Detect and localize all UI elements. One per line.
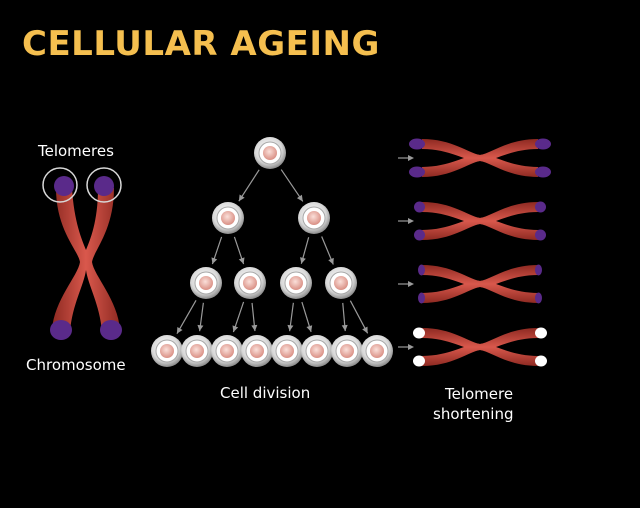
cell bbox=[254, 137, 286, 169]
division-arrowhead bbox=[300, 257, 306, 264]
cell bbox=[325, 267, 357, 299]
cell bbox=[301, 335, 333, 367]
chromatid-b bbox=[422, 202, 538, 240]
worn-telomere-cap bbox=[535, 327, 547, 339]
shortening-stage-medium bbox=[398, 201, 546, 241]
stage-arrowhead bbox=[408, 281, 414, 287]
cell bbox=[190, 267, 222, 299]
shortening-stage-full bbox=[398, 138, 551, 178]
cell bbox=[271, 335, 303, 367]
division-arrowhead bbox=[197, 324, 204, 332]
division-arrow bbox=[280, 169, 304, 202]
cell-nucleus bbox=[160, 344, 174, 358]
division-arrowhead bbox=[341, 324, 348, 332]
page-title: CELLULAR AGEING bbox=[22, 24, 380, 64]
division-arrow bbox=[176, 300, 197, 334]
worn-telomere-cap bbox=[413, 355, 425, 367]
cell bbox=[361, 335, 393, 367]
label-chromosome: Chromosome bbox=[26, 356, 126, 374]
label-telomeres: Telomeres bbox=[38, 142, 114, 160]
division-arrow bbox=[349, 300, 369, 334]
division-arrowhead bbox=[176, 326, 183, 334]
telomere-top-left bbox=[54, 176, 74, 196]
cell-nucleus bbox=[340, 344, 354, 358]
telomere-bottom-right bbox=[100, 320, 122, 340]
division-arrow bbox=[238, 169, 260, 202]
shortening-stage-worn bbox=[398, 327, 547, 367]
cell bbox=[181, 335, 213, 367]
cell-nucleus bbox=[289, 276, 303, 290]
telomere-cap bbox=[535, 264, 542, 276]
telomere-highlight-circle-left bbox=[42, 167, 78, 203]
cell-nucleus bbox=[190, 344, 204, 358]
chromosome-arm-left bbox=[52, 188, 120, 332]
cell-nucleus bbox=[199, 276, 213, 290]
cell bbox=[212, 202, 244, 234]
telomere-highlight-circle-right bbox=[86, 167, 122, 203]
cell-nucleus bbox=[334, 276, 348, 290]
cell-nucleus bbox=[280, 344, 294, 358]
stage-arrowhead bbox=[408, 218, 414, 224]
chromatid-b bbox=[422, 265, 538, 303]
cell bbox=[280, 267, 312, 299]
cell-division-tree bbox=[151, 137, 393, 367]
division-arrowhead bbox=[251, 324, 258, 332]
cell bbox=[151, 335, 183, 367]
telomere-cap bbox=[409, 166, 425, 178]
label-telomere-shortening-line1: Telomere bbox=[445, 385, 514, 403]
cell-nucleus bbox=[220, 344, 234, 358]
division-arrowhead bbox=[362, 326, 368, 334]
cell-nucleus bbox=[307, 211, 321, 225]
division-arrowhead bbox=[287, 324, 294, 332]
telomere-top-right bbox=[94, 176, 114, 196]
telomere-cap bbox=[535, 138, 551, 150]
label-cell-division: Cell division bbox=[220, 384, 311, 402]
cell-nucleus bbox=[250, 344, 264, 358]
cell bbox=[234, 267, 266, 299]
telomere-cap bbox=[409, 138, 425, 150]
telomere-bottom-left bbox=[50, 320, 72, 340]
worn-telomere-cap bbox=[535, 355, 547, 367]
chromatid-b bbox=[422, 139, 538, 177]
telomere-cap bbox=[414, 201, 425, 213]
label-telomere-shortening-line2: shortening bbox=[433, 405, 514, 423]
division-arrowhead bbox=[238, 257, 245, 265]
shortening-stage-short bbox=[398, 264, 542, 304]
chromosome-illustration bbox=[42, 167, 122, 340]
stage-arrowhead bbox=[408, 344, 414, 350]
cell bbox=[241, 335, 273, 367]
division-arrowhead bbox=[306, 325, 313, 332]
cell bbox=[331, 335, 363, 367]
cell-nucleus bbox=[243, 276, 257, 290]
telomere-cap bbox=[414, 229, 425, 241]
division-arrowhead bbox=[238, 194, 245, 202]
cell-nucleus bbox=[370, 344, 384, 358]
telomere-cap bbox=[535, 229, 546, 241]
cell-nucleus bbox=[221, 211, 235, 225]
telomere-cap bbox=[535, 292, 542, 304]
cell bbox=[211, 335, 243, 367]
chromatid-b bbox=[422, 328, 538, 366]
cell-nucleus bbox=[310, 344, 324, 358]
division-arrowhead bbox=[232, 325, 239, 333]
cell bbox=[298, 202, 330, 234]
telomere-cap bbox=[535, 166, 551, 178]
telomere-cap bbox=[535, 201, 546, 213]
division-arrowhead bbox=[328, 257, 334, 265]
worn-telomere-cap bbox=[413, 327, 425, 339]
telomere-shortening-sequence bbox=[398, 138, 551, 367]
division-arrowhead bbox=[296, 194, 303, 202]
telomere-cap bbox=[418, 292, 425, 304]
telomere-cap bbox=[418, 264, 425, 276]
cell-nucleus bbox=[263, 146, 277, 160]
division-arrowhead bbox=[211, 257, 218, 265]
stage-arrowhead bbox=[408, 155, 414, 161]
